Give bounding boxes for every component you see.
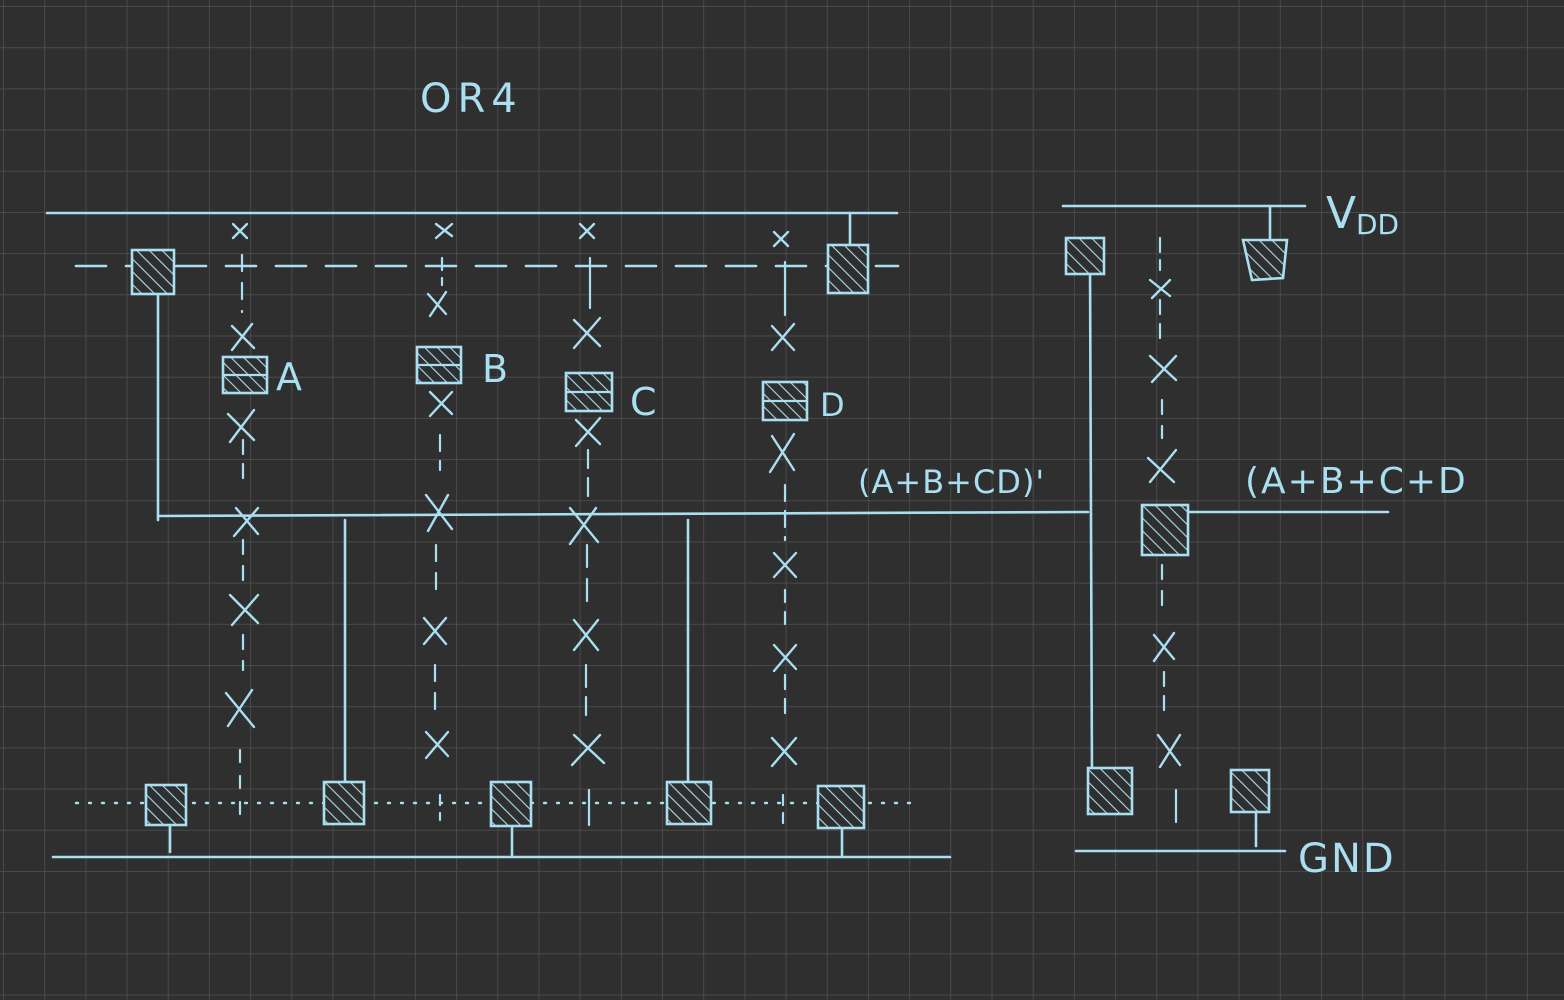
inverter-input-line: [1088, 260, 1094, 782]
n-contact-2: [322, 780, 366, 826]
nand-output-label: (A+B+CD)': [858, 463, 1045, 501]
transistor-marks: [224, 222, 798, 768]
gate-contact-c: [564, 371, 614, 413]
inv-n-contact-left: [1086, 766, 1134, 816]
inv-mark-2: [1148, 354, 1178, 384]
inv-mark-5: [1156, 733, 1182, 769]
vdd-label-sub: DD: [1356, 208, 1399, 241]
output-label: (A+B+C+D: [1245, 461, 1468, 502]
input-label-b: B: [482, 347, 508, 391]
input-label-d: D: [820, 386, 845, 424]
inv-mark-1: [1148, 278, 1172, 300]
n-contact-5: [816, 784, 866, 830]
vdd-label-v: V: [1326, 188, 1356, 239]
ground-label: GND: [1298, 836, 1396, 882]
inv-p-contact-left: [1064, 236, 1106, 276]
n-contact-3: [489, 780, 533, 828]
inv-mark-4: [1152, 631, 1176, 663]
p-contact-left: [130, 248, 176, 296]
poly-gate-d: [781, 260, 787, 827]
inv-mark-3: [1146, 448, 1178, 484]
n-contact-4: [665, 780, 713, 826]
poly-gate-a: [238, 253, 245, 822]
inv-n-contact-right: [1229, 768, 1271, 814]
poly-gate-b: [433, 256, 444, 822]
gate-contact-b: [415, 345, 463, 385]
or4-nor-stage: A B C D: [45, 211, 1090, 859]
gate-contact-a: [221, 355, 269, 395]
output-metal-horizontal: [156, 510, 1090, 518]
gate-contact-d: [761, 380, 809, 422]
diagram-title: OR4: [420, 76, 523, 122]
n-contact-1: [144, 783, 188, 827]
inverter-stage: [1061, 204, 1390, 853]
vdd-label: V DD: [1326, 188, 1399, 241]
input-label-c: C: [630, 380, 657, 424]
input-label-a: A: [276, 355, 302, 399]
p-contact-right: [826, 243, 870, 295]
inv-p-contact-right: [1241, 238, 1289, 282]
inv-gate-contact: [1140, 503, 1190, 557]
poly-gate-c: [584, 256, 592, 827]
